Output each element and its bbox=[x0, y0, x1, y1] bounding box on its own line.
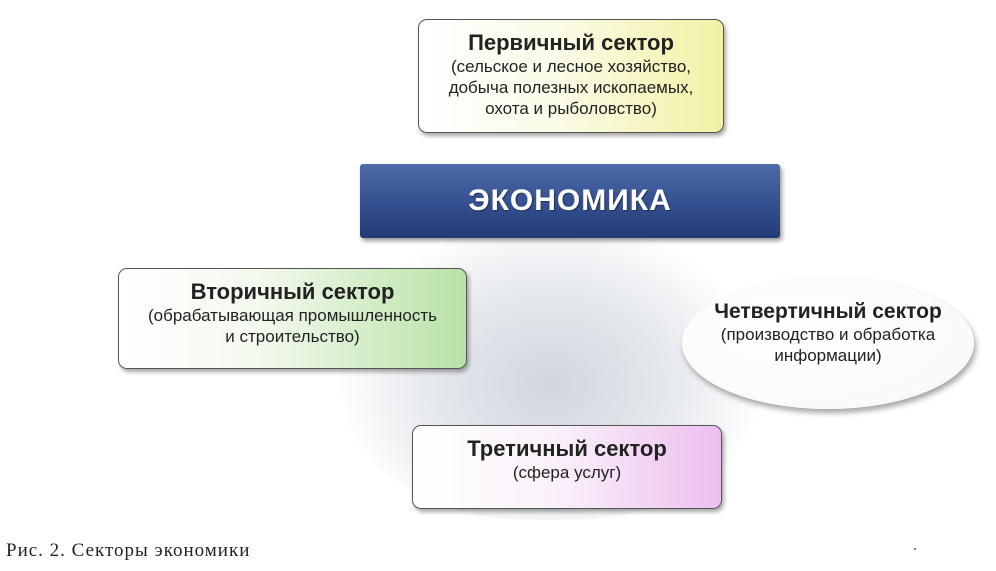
quaternary-sector-title: Четвертичный сектор bbox=[714, 300, 942, 323]
tertiary-sector-desc-line-1: (сфера услуг) bbox=[512, 463, 622, 482]
primary-sector-desc-line-1: (сельское и лесное хозяйство, bbox=[450, 57, 692, 76]
secondary-sector-box: Вторичный сектор (обрабатывающая промышл… bbox=[118, 268, 467, 369]
primary-sector-desc-line-2: добыча полезных ископаемых, bbox=[448, 78, 694, 97]
tertiary-sector-title: Третичный сектор bbox=[467, 436, 667, 461]
economy-title: ЭКОНОМИКА bbox=[468, 184, 672, 217]
quaternary-sector-desc-line-1: (производство и обработка bbox=[720, 325, 936, 344]
primary-sector-desc-line-3: охота и рыболовство) bbox=[485, 99, 657, 118]
scan-dot bbox=[914, 548, 916, 550]
secondary-sector-title: Вторичный сектор bbox=[190, 279, 395, 304]
economy-central-box: ЭКОНОМИКА bbox=[360, 164, 780, 238]
secondary-sector-desc-line-1: (обрабатывающая промышленность bbox=[147, 306, 438, 325]
primary-sector-box: Первичный сектор (сельское и лесное хозя… bbox=[418, 19, 724, 133]
tertiary-sector-box: Третичный сектор (сфера услуг) bbox=[412, 425, 722, 509]
secondary-sector-desc-line-2: и строительство) bbox=[225, 327, 360, 346]
primary-sector-title: Первичный сектор bbox=[468, 30, 674, 55]
quaternary-sector-ellipse: Четвертичный сектор (производство и обра… bbox=[682, 277, 974, 409]
figure-caption: Рис. 2. Секторы экономики bbox=[6, 540, 251, 561]
quaternary-sector-desc-line-2: информации) bbox=[774, 346, 882, 365]
